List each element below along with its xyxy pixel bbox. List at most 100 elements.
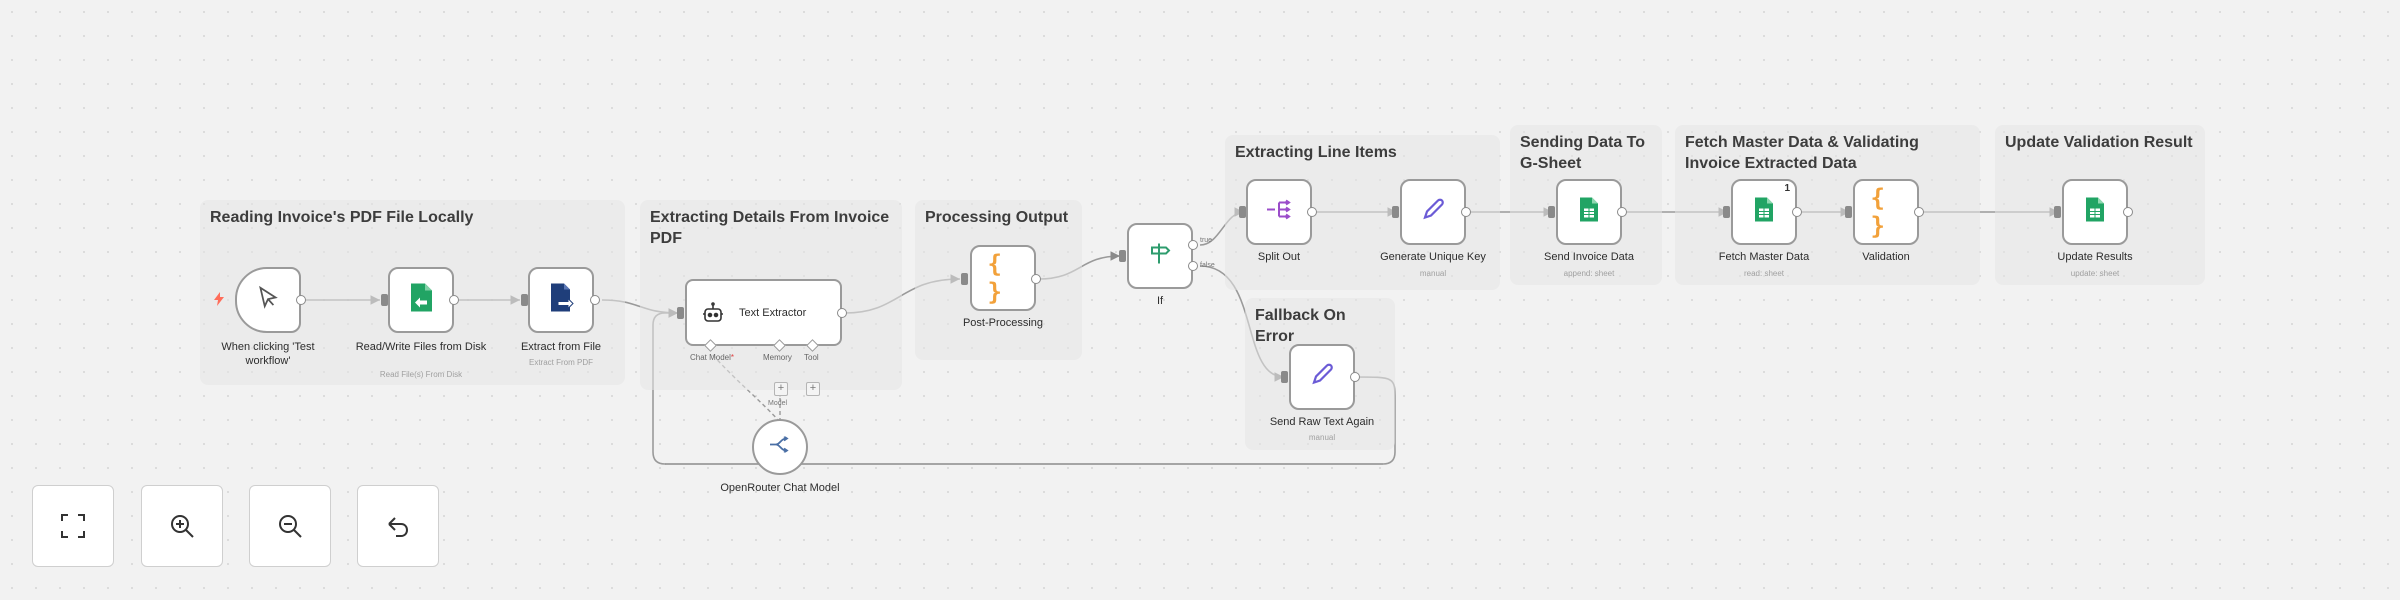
node-openrouter-chat-model[interactable] bbox=[752, 419, 808, 475]
output-port[interactable] bbox=[590, 295, 600, 305]
output-port[interactable] bbox=[1307, 207, 1317, 217]
output-port-false[interactable] bbox=[1188, 261, 1198, 271]
node-extract-from-file[interactable] bbox=[528, 267, 594, 333]
node-label: Text Extractor bbox=[739, 307, 807, 319]
sticky-title: Sending Data To G-Sheet bbox=[1520, 134, 1646, 172]
cursor-icon bbox=[255, 285, 281, 316]
run-count-badge: 1 bbox=[1784, 183, 1790, 194]
fit-view-icon bbox=[61, 514, 85, 538]
node-label: If bbox=[1156, 295, 1164, 307]
output-port[interactable] bbox=[1031, 274, 1041, 284]
sticky-title: Extracting Details From Invoice PDF bbox=[650, 209, 890, 247]
input-port[interactable] bbox=[1119, 250, 1126, 262]
sticky-title: Fallback On Error bbox=[1255, 307, 1346, 345]
subport-label: Memory bbox=[763, 353, 792, 362]
add-tool-button[interactable]: + bbox=[806, 382, 820, 396]
sticky-fetch-master[interactable]: Fetch Master Data & Validating Invoice E… bbox=[1675, 125, 1980, 285]
zoom-out-button[interactable] bbox=[249, 485, 331, 567]
branch-label-false: false bbox=[1200, 262, 1215, 269]
node-label: Post-Processing bbox=[962, 317, 1044, 329]
subport-label: Tool bbox=[804, 353, 819, 362]
node-subtitle: manual bbox=[1308, 433, 1336, 442]
node-label: OpenRouter Chat Model bbox=[720, 482, 840, 494]
subport-label: Chat Model* bbox=[690, 353, 735, 362]
input-port[interactable] bbox=[1845, 206, 1852, 218]
node-update-results[interactable] bbox=[2062, 179, 2128, 245]
branch-label-true: true bbox=[1200, 237, 1213, 244]
node-subtitle: Extract From PDF bbox=[528, 358, 593, 367]
output-port[interactable] bbox=[296, 295, 306, 305]
output-port[interactable] bbox=[837, 308, 847, 318]
node-text-extractor[interactable]: Text Extractor bbox=[685, 279, 842, 346]
input-port[interactable] bbox=[961, 273, 968, 285]
node-validation[interactable]: { } bbox=[1853, 179, 1919, 245]
node-generate-unique-key[interactable] bbox=[1400, 179, 1466, 245]
input-port[interactable] bbox=[1548, 206, 1555, 218]
node-label: Send Raw Text Again bbox=[1269, 416, 1375, 428]
node-subtitle: manual bbox=[1419, 269, 1447, 278]
zoom-in-icon bbox=[171, 515, 194, 538]
output-port[interactable] bbox=[1617, 207, 1627, 217]
undo-icon bbox=[388, 517, 409, 537]
input-port[interactable] bbox=[1723, 206, 1730, 218]
sticky-title: Reading Invoice's PDF File Locally bbox=[210, 209, 474, 226]
input-port[interactable] bbox=[1239, 206, 1246, 218]
output-port[interactable] bbox=[1792, 207, 1802, 217]
node-label: Extract from File bbox=[520, 341, 602, 353]
node-split-out[interactable] bbox=[1246, 179, 1312, 245]
model-port-label: Model bbox=[768, 400, 788, 407]
node-label: When clicking 'Test workflow' bbox=[221, 341, 315, 367]
input-port[interactable] bbox=[381, 294, 388, 306]
pen-icon bbox=[1310, 363, 1334, 392]
code-braces-icon: { } bbox=[1870, 184, 1885, 240]
output-port[interactable] bbox=[2123, 207, 2133, 217]
node-if[interactable] bbox=[1127, 223, 1193, 289]
sheets-icon bbox=[1579, 197, 1599, 228]
node-subtitle: append: sheet bbox=[1563, 269, 1615, 278]
robot-icon bbox=[701, 301, 725, 330]
input-port[interactable] bbox=[677, 307, 684, 319]
file-icon bbox=[408, 283, 434, 318]
sticky-title: Extracting Line Items bbox=[1235, 144, 1397, 161]
node-label: Read/Write Files from Disk bbox=[355, 341, 487, 353]
node-read-write-files[interactable] bbox=[388, 267, 454, 333]
node-send-raw-text-again[interactable] bbox=[1289, 344, 1355, 410]
sheets-icon bbox=[2085, 197, 2105, 228]
input-port[interactable] bbox=[521, 294, 528, 306]
output-port-true[interactable] bbox=[1188, 240, 1198, 250]
add-memory-button[interactable]: + bbox=[774, 382, 788, 396]
sticky-title: Processing Output bbox=[925, 209, 1069, 226]
node-label: Send Invoice Data bbox=[1544, 251, 1634, 263]
sticky-title: Update Validation Result bbox=[2005, 134, 2193, 151]
node-label: Fetch Master Data bbox=[1718, 251, 1810, 263]
input-port[interactable] bbox=[1281, 371, 1288, 383]
pen-icon bbox=[1421, 198, 1445, 227]
reset-zoom-button[interactable] bbox=[357, 485, 439, 567]
input-port[interactable] bbox=[1392, 206, 1399, 218]
node-manual-trigger[interactable] bbox=[235, 267, 301, 333]
node-fetch-master-data[interactable]: 1 bbox=[1731, 179, 1797, 245]
node-label: Validation bbox=[1862, 251, 1910, 263]
node-send-invoice-data[interactable] bbox=[1556, 179, 1622, 245]
code-braces-icon: { } bbox=[987, 250, 1002, 306]
sheets-icon bbox=[1754, 197, 1774, 228]
output-port[interactable] bbox=[1461, 207, 1471, 217]
node-label: Update Results bbox=[2057, 251, 2133, 263]
node-subtitle: update: sheet bbox=[2070, 269, 2120, 278]
split-icon bbox=[1266, 198, 1292, 227]
file-export-icon bbox=[548, 283, 574, 318]
fit-view-button[interactable] bbox=[32, 485, 114, 567]
output-port[interactable] bbox=[1914, 207, 1924, 217]
trigger-bolt-icon bbox=[214, 292, 224, 311]
node-label: Generate Unique Key bbox=[1380, 251, 1486, 263]
output-port[interactable] bbox=[449, 295, 459, 305]
output-port[interactable] bbox=[1350, 372, 1360, 382]
openrouter-icon bbox=[769, 435, 791, 458]
node-post-processing[interactable]: { } bbox=[970, 245, 1036, 311]
node-label: Split Out bbox=[1257, 251, 1301, 263]
zoom-in-button[interactable] bbox=[141, 485, 223, 567]
input-port[interactable] bbox=[2054, 206, 2061, 218]
node-subtitle: read: sheet bbox=[1743, 269, 1785, 278]
zoom-out-icon bbox=[279, 515, 302, 538]
